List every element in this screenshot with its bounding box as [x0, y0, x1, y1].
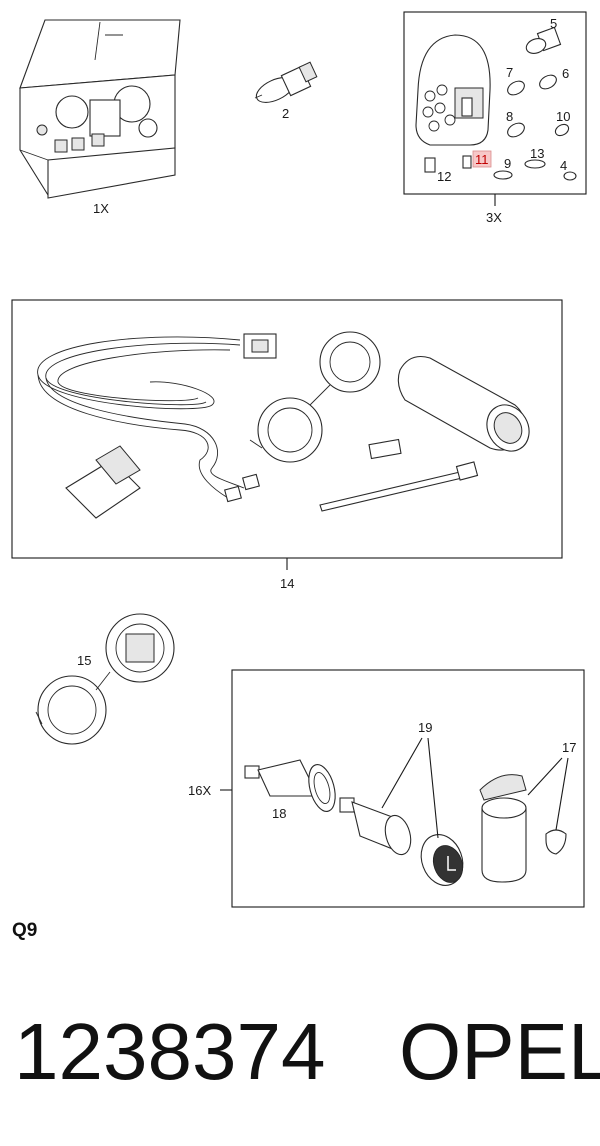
socket-cover-15-illustration	[35, 613, 175, 745]
socket-insert-illustration	[397, 355, 530, 452]
terminal-illustration	[368, 438, 402, 460]
parts-diagram: 1X 2 5 6 7 8 10 9 13	[11, 11, 587, 908]
lighter-element-19-illustration	[339, 797, 464, 886]
callout-14: 14	[280, 576, 294, 591]
bulb-kit-box-illustration	[19, 19, 181, 199]
leader-19a	[381, 737, 423, 809]
bulb-6-7-8-10-illustration	[507, 74, 570, 138]
halogen-bulb-illustration	[254, 61, 318, 103]
callout-16x: 16X	[188, 783, 211, 798]
callout-2: 2	[282, 106, 289, 121]
cable-tie-illustration	[319, 461, 479, 512]
leader-19b	[427, 737, 439, 839]
bulb-5-illustration	[525, 26, 562, 54]
connector-block-illustration	[65, 445, 141, 519]
socket-cover-illustration	[249, 331, 381, 463]
footer: 1238374 OPEL	[14, 1007, 600, 1096]
callout-8: 8	[506, 109, 513, 124]
part-number: 1238374	[14, 1007, 326, 1096]
callout-5: 5	[550, 16, 557, 31]
wiring-harness-illustration	[37, 333, 277, 503]
fuse-and-small-bulb-illustration	[424, 155, 577, 181]
leader-17a	[527, 757, 563, 796]
spare-bulb-case-illustration	[415, 34, 491, 146]
callout-4: 4	[560, 158, 567, 173]
callout-15: 15	[77, 653, 91, 668]
callout-13: 13	[530, 146, 544, 161]
callout-19: 19	[418, 720, 432, 735]
callout-3x: 3X	[486, 210, 502, 225]
leader-17b	[555, 757, 569, 831]
callout-6: 6	[562, 66, 569, 81]
lighter-kit-frame	[231, 669, 585, 908]
callout-11: 11	[475, 152, 489, 167]
callout-7: 7	[506, 65, 513, 80]
callout-18: 18	[272, 806, 286, 821]
callout-10: 10	[556, 109, 570, 124]
section-code: Q9	[12, 920, 38, 941]
callout-12: 12	[437, 169, 451, 184]
brand-name: OPEL	[399, 1007, 600, 1096]
callout-17: 17	[562, 740, 576, 755]
callout-1x: 1X	[93, 201, 109, 216]
callout-9: 9	[504, 156, 511, 171]
socket-housing-18-illustration	[244, 759, 336, 812]
ashtray-cup-17-illustration	[479, 774, 567, 883]
callout-11-highlight	[472, 150, 492, 168]
